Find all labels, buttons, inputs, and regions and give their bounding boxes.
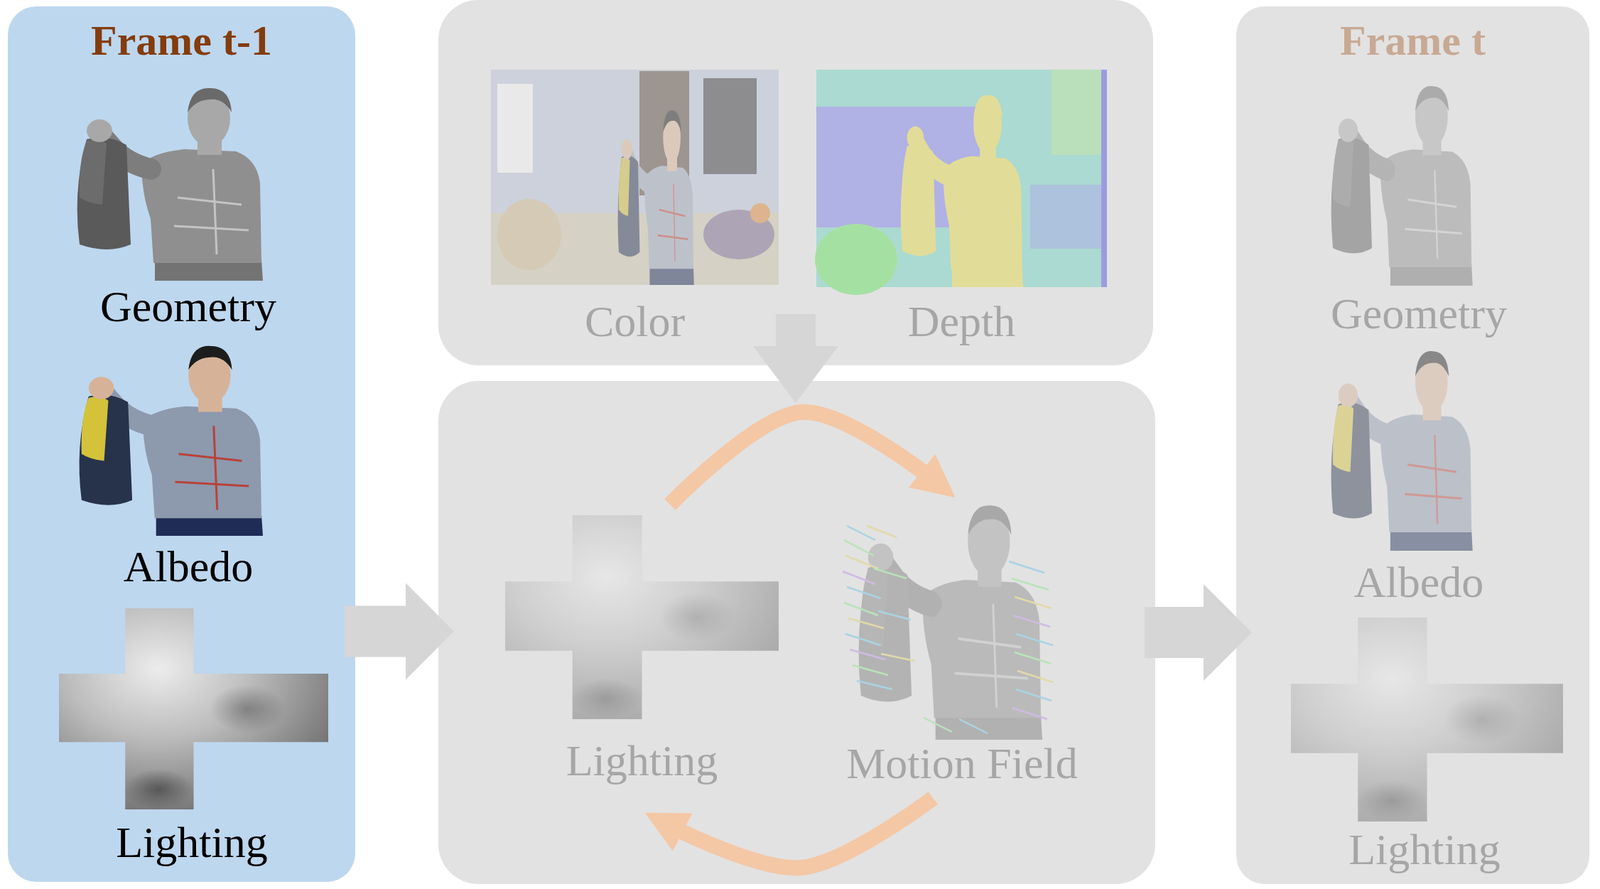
- lighting-map: [1290, 617, 1564, 822]
- figure-caption: Color: [584, 294, 685, 348]
- flow-arrow: [753, 314, 839, 403]
- color-image: [490, 69, 779, 285]
- cycle-arrow: [669, 412, 933, 505]
- lighting-map: [58, 608, 329, 810]
- geometry-render: [1331, 85, 1473, 286]
- figure-caption: Depth: [907, 294, 1016, 348]
- figure-caption: Albedo: [123, 539, 254, 593]
- cycle-arrow: [669, 797, 933, 868]
- motion-field-render: [842, 505, 1053, 740]
- figure-caption: Geometry: [1330, 287, 1507, 340]
- flow-arrow: [344, 583, 454, 680]
- figure-caption: Lighting: [115, 815, 268, 869]
- figure-caption: Lighting: [1348, 822, 1501, 876]
- frame-heading: Frame t-1: [90, 14, 273, 67]
- figure-caption: Geometry: [100, 279, 277, 333]
- figure-caption: Motion Field: [846, 736, 1078, 790]
- flow-arrow: [1144, 584, 1252, 681]
- figure-caption: Albedo: [1354, 555, 1485, 609]
- depth-image: [814, 69, 1107, 295]
- figure-caption: Lighting: [566, 733, 719, 787]
- geometry-render: [77, 88, 263, 281]
- frame-heading: Frame t: [1339, 14, 1486, 67]
- albedo-render: [79, 346, 263, 536]
- lighting-map: [505, 515, 779, 720]
- albedo-render: [1331, 350, 1473, 551]
